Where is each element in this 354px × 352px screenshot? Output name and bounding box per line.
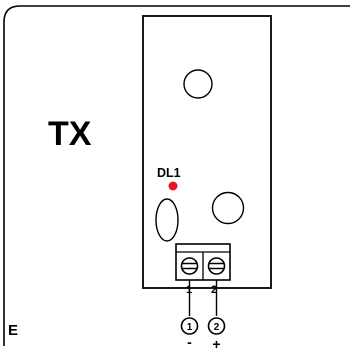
terminal-number-2: 2: [211, 284, 217, 296]
device-board: [142, 15, 272, 289]
outer-frame: [3, 5, 350, 346]
upper-hole: [183, 69, 213, 99]
device-title: TX: [48, 115, 92, 153]
lower-hole: [211, 191, 245, 225]
terminal-block: [175, 243, 231, 281]
pin-1-polarity: -: [187, 334, 192, 350]
screw-1-icon: [180, 257, 199, 275]
oval-hole: [155, 198, 179, 242]
pin-2-number: 2: [214, 322, 220, 333]
screw-2-icon: [207, 257, 226, 275]
pin-1-number: 1: [187, 322, 193, 333]
led-indicator: [168, 181, 178, 191]
panel-letter: E: [8, 322, 18, 339]
pin-2-polarity: +: [212, 336, 220, 352]
led-label: DL1: [157, 166, 181, 180]
pin-1-marker: 1: [180, 317, 199, 335]
pin-2-marker: 2: [207, 317, 226, 335]
